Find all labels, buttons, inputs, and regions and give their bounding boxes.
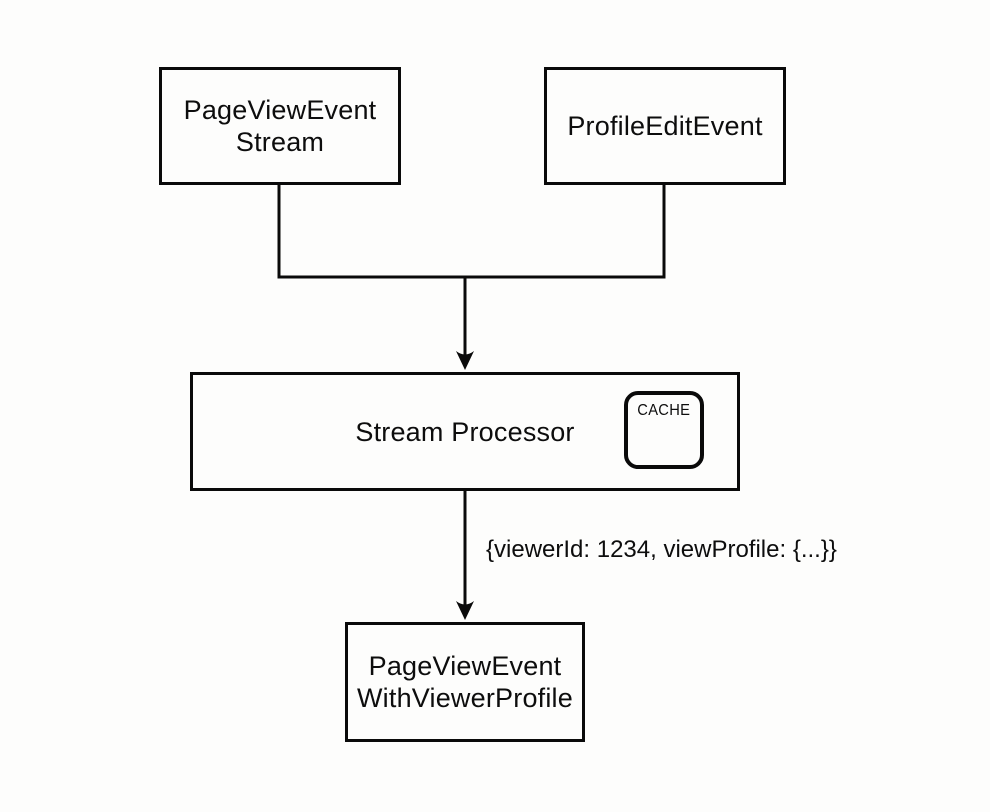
- node-pageviewevent-stream: PageViewEvent Stream: [159, 67, 401, 185]
- edge-label-viewer-profile: {viewerId: 1234, viewProfile: {...}}: [486, 536, 837, 563]
- node-stream-processor-label: Stream Processor: [355, 416, 575, 447]
- arrowhead-into-processor-icon: [456, 351, 474, 370]
- node-pageviewevent-stream-label: PageViewEvent Stream: [183, 95, 377, 157]
- node-pageviewevent-with-viewer-profile: PageViewEvent WithViewerProfile: [345, 622, 585, 742]
- cache-badge: CACHE: [624, 391, 704, 469]
- node-profileeditevent: ProfileEditEvent: [544, 67, 786, 185]
- node-pageviewevent-with-viewer-profile-label: PageViewEvent WithViewerProfile: [357, 651, 573, 713]
- node-profileeditevent-label: ProfileEditEvent: [567, 111, 763, 141]
- cache-badge-label: CACHE: [637, 402, 691, 419]
- arrowhead-into-output-icon: [456, 601, 474, 620]
